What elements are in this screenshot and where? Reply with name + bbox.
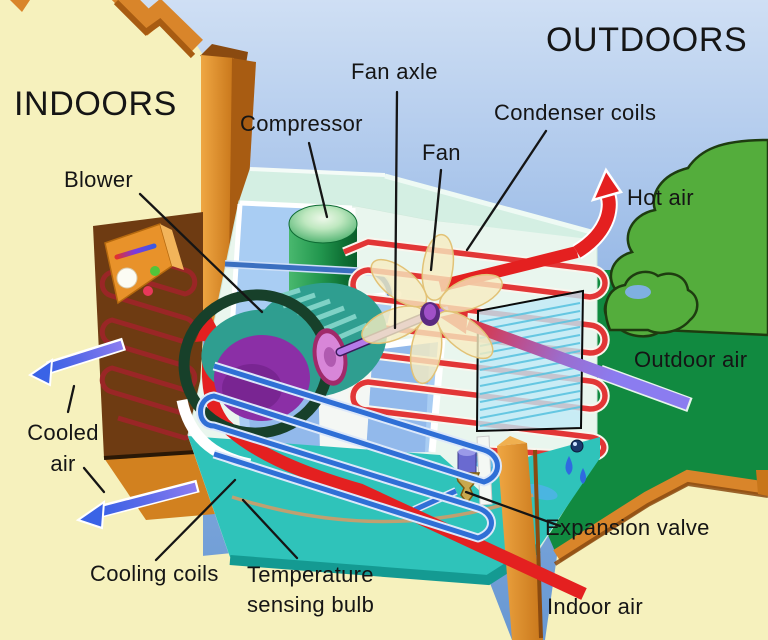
broken-wall-edge [111, 0, 203, 55]
fan-leader [429, 168, 443, 272]
cooled-air-arrows [28, 337, 200, 530]
cooled-air-line1: Cooled [27, 420, 99, 445]
leader-lines [66, 90, 562, 562]
cooling-coils-label: Cooling coils [90, 561, 219, 586]
cooled-air-tick-1 [66, 384, 76, 414]
hot-air-label: Hot air [627, 185, 694, 210]
temp-bulb-line2: sensing bulb [247, 592, 375, 617]
green-button [150, 266, 160, 276]
condenser-leader [465, 129, 548, 252]
expansion-valve-leader [464, 490, 562, 528]
water-drips [565, 439, 586, 484]
outdoors-title: OUTDOORS [546, 21, 748, 59]
red-button [143, 286, 153, 296]
expansion-valve-label: Expansion valve [545, 515, 710, 540]
blower-leader [138, 192, 264, 314]
fan-axle-label: Fan axle [351, 59, 438, 84]
condenser-fins [475, 289, 585, 433]
condenser-coils-label: Condenser coils [494, 100, 657, 125]
fan-axle-leader [393, 90, 399, 330]
temperature-sensing-bulb [231, 493, 534, 524]
blower-label: Blower [64, 167, 134, 192]
unit-top-face [239, 168, 597, 240]
fan [361, 233, 503, 385]
control-knob [116, 267, 138, 289]
temp-bulb-leader [241, 498, 299, 560]
bushes [603, 138, 768, 338]
indoors-title: INDOORS [14, 85, 177, 123]
cooling-coils-leader [154, 478, 237, 562]
cooled-air-line2: air [50, 451, 76, 476]
cooled-air-tick-2 [82, 466, 106, 494]
compressor-label: Compressor [240, 111, 363, 136]
compressor-leader [307, 141, 329, 219]
temperature-sensing-bulb-label: Temperature sensing bulb [247, 560, 374, 620]
cooled-air-label: Cooled air [18, 417, 108, 479]
temp-bulb-line1: Temperature [247, 562, 374, 587]
temperature-slider [114, 243, 157, 260]
window-frame-right-post [497, 436, 543, 640]
broken-wall-chip [10, 0, 30, 12]
outdoor-air-label: Outdoor air [634, 347, 748, 372]
fan-label: Fan [422, 140, 461, 165]
wood-edge-piece [756, 470, 768, 496]
outdoor-wall [545, 469, 768, 640]
sky-gap [625, 285, 651, 299]
control-panel [104, 223, 184, 305]
indoor-air-label: Indoor air [547, 594, 643, 619]
cooling-coils [196, 361, 502, 543]
